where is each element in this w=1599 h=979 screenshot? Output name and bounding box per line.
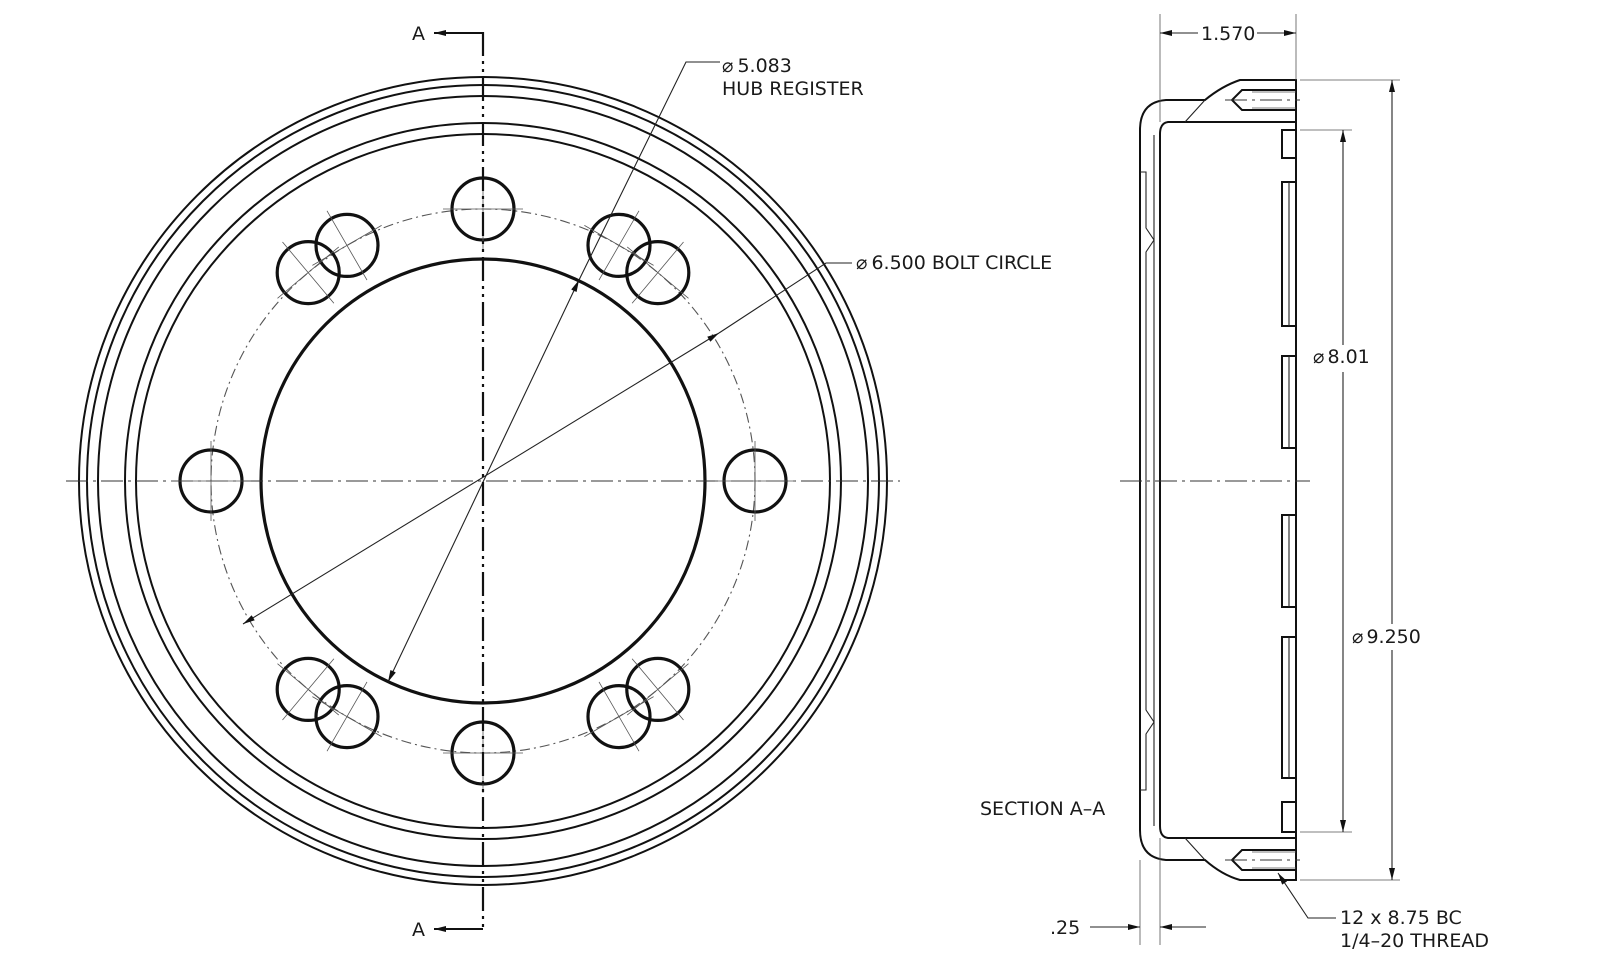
bolt-hole-centermark xyxy=(584,225,654,266)
bolt-circle-leader xyxy=(718,262,852,334)
thread-label: 1/4–20 THREAD xyxy=(1340,930,1489,952)
diameter-symbol: ⌀ xyxy=(722,55,733,77)
svg-text:⌀8.01: ⌀8.01 xyxy=(1313,346,1370,368)
bolt-hole-centermark xyxy=(277,246,340,299)
hub-register-label: HUB REGISTER xyxy=(722,78,864,100)
hub-register-leader xyxy=(578,61,720,281)
bolt-hole xyxy=(625,240,691,306)
section-view: 1.570 ⌀8.01 ⌀9.250 .25 12 x 8.75 BC 1/4–… xyxy=(980,14,1489,952)
section-chamfer-bottom xyxy=(1184,837,1206,861)
diameter-symbol: ⌀ xyxy=(1352,626,1363,648)
bolt-hole xyxy=(314,683,380,750)
section-left-face-steps xyxy=(1140,171,1155,791)
threaded-hole-top xyxy=(1225,89,1300,111)
hole-pattern-label: 12 x 8.75 BC xyxy=(1340,907,1462,929)
bolt-circle-label: 6.500 BOLT CIRCLE xyxy=(871,252,1052,274)
diameter-symbol: ⌀ xyxy=(1313,346,1324,368)
bolt-holes xyxy=(171,169,795,793)
bolt-hole-centermark xyxy=(626,246,689,299)
width-dimension-label: 1.570 xyxy=(1201,23,1255,45)
pilot-diameter-label: 8.01 xyxy=(1327,346,1369,368)
bolt-hole xyxy=(625,656,691,723)
flange-thickness-label: .25 xyxy=(1050,917,1080,939)
bolt-hole-centermark xyxy=(277,663,340,716)
section-inner-profile xyxy=(1159,121,1296,839)
section-cut-line: A A xyxy=(412,23,485,941)
section-outer-profile xyxy=(1139,79,1297,881)
bolt-hole-centermark xyxy=(312,696,382,737)
svg-text:⌀5.083: ⌀5.083 xyxy=(722,55,792,77)
bolt-circle-dimension-line xyxy=(242,332,720,625)
hub-register-diameter-value: 5.083 xyxy=(737,55,791,77)
section-right-face-steps xyxy=(1281,122,1297,833)
bolt-hole xyxy=(586,683,652,750)
bolt-hole xyxy=(314,212,380,278)
bolt-hole xyxy=(275,656,341,723)
thread-callout-leader xyxy=(1277,872,1336,919)
section-marker-top: A xyxy=(412,23,425,45)
svg-text:⌀6.500 BOLT CIRCLE: ⌀6.500 BOLT CIRCLE xyxy=(856,252,1052,274)
section-title: SECTION A–A xyxy=(980,798,1105,820)
threaded-hole-bottom xyxy=(1225,849,1300,871)
bolt-hole xyxy=(586,212,652,278)
bolt-hole-centermark xyxy=(626,663,689,716)
bolt-hole-centermark xyxy=(584,696,654,737)
section-marker-bottom: A xyxy=(412,919,425,941)
outer-diameter-label: 9.250 xyxy=(1366,626,1420,648)
diameter-symbol: ⌀ xyxy=(856,252,867,274)
svg-text:⌀9.250: ⌀9.250 xyxy=(1352,626,1421,648)
section-chamfer-top xyxy=(1184,99,1206,123)
front-view: ⌀5.083 HUB REGISTER ⌀6.500 BOLT CIRCLE xyxy=(66,55,1052,886)
bolt-hole xyxy=(275,240,341,306)
bolt-hole-centermark xyxy=(312,225,382,266)
